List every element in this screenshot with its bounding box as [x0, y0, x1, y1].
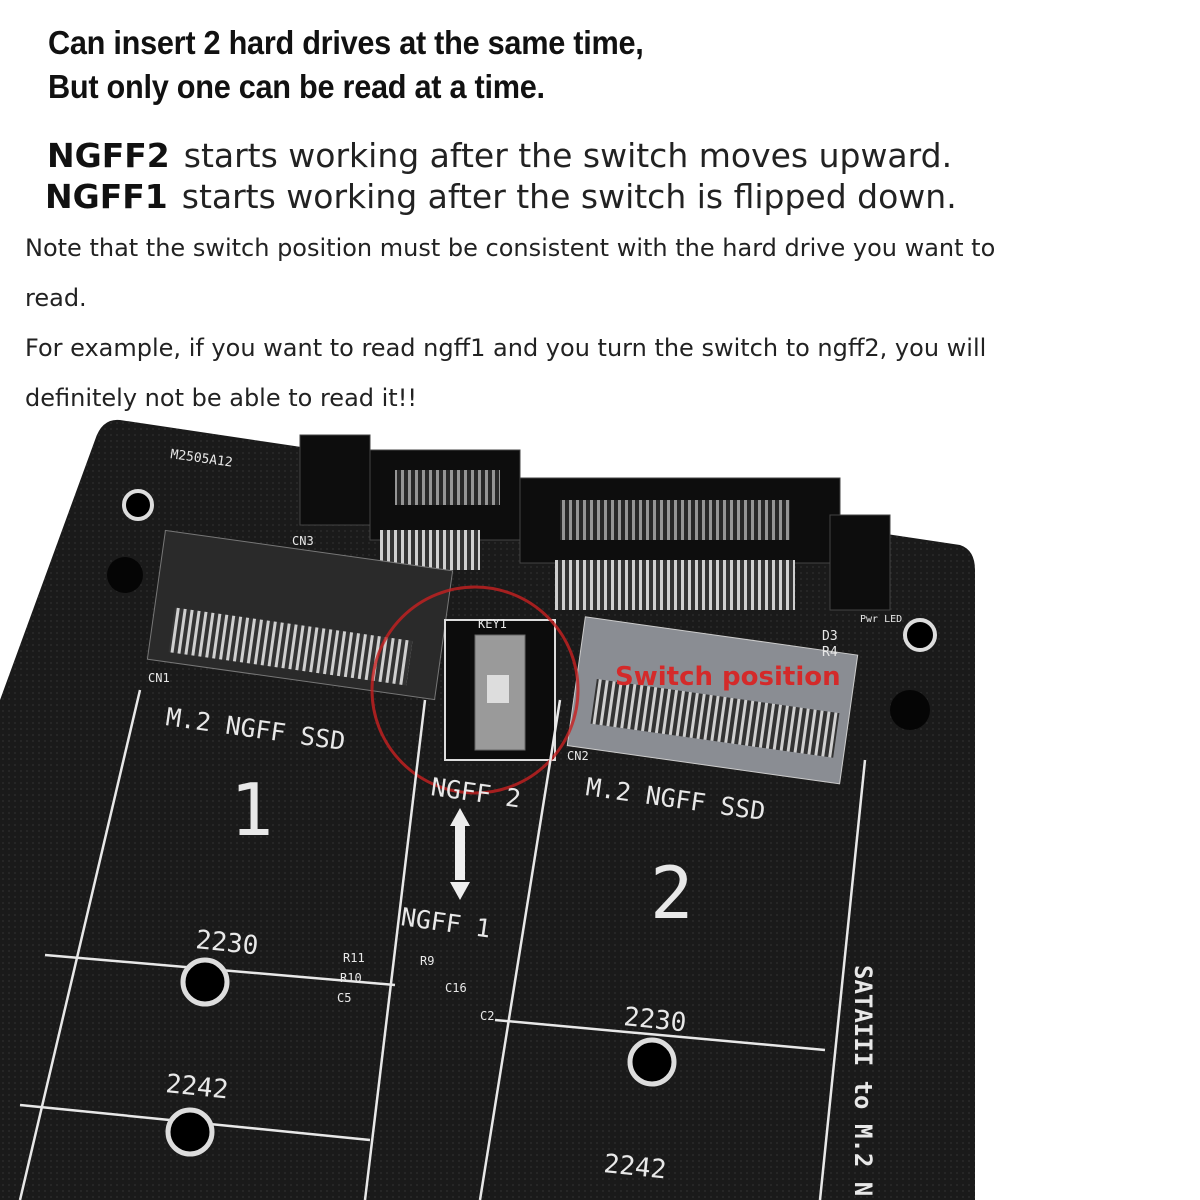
pcb-c5: C5 [337, 991, 351, 1005]
note-line-4: definitely not be able to read it!! [25, 384, 417, 412]
note-line-3: For example, if you want to read ngff1 a… [25, 334, 987, 362]
pcb-c16: C16 [445, 981, 467, 995]
switch-callout-label: Switch position [615, 662, 841, 692]
note-line-2: read. [25, 284, 87, 312]
pcb-led: Pwr LED [860, 614, 902, 625]
ngff2-text: starts working after the switch moves up… [183, 136, 953, 175]
slot2-2242: 2242 [602, 1149, 667, 1185]
pcb-r10: R10 [340, 971, 362, 985]
note-line-1: Note that the switch position must be co… [25, 234, 996, 262]
ngff1-label: NGFF1 [45, 177, 168, 216]
pcb-cn3: CN3 [292, 534, 314, 548]
slot1-2230: 2230 [194, 925, 259, 961]
slot2-number: 2 [650, 851, 693, 935]
ngff2-label: NGFF2 [47, 136, 170, 175]
slot2-2230: 2230 [622, 1002, 687, 1038]
slot1-number: 1 [230, 768, 273, 852]
pcb-r4: R4 [822, 645, 838, 660]
headline-line-1: Can insert 2 hard drives at the same tim… [48, 24, 644, 61]
ngff1-info: NGFF1 starts working after the switch is … [45, 177, 957, 216]
ngff1-text: starts working after the switch is flipp… [181, 177, 957, 216]
slot1-2242: 2242 [164, 1069, 229, 1105]
headline-line-2: But only one can be read at a time. [48, 68, 545, 105]
pcb-cn1: CN1 [148, 671, 170, 685]
pcb-key: KEY1 [478, 617, 507, 631]
pcb-c2: C2 [480, 1009, 494, 1023]
pcb-r11: R11 [343, 951, 365, 965]
pcb-cn2: CN2 [567, 749, 589, 763]
pcb-d3: D3 [822, 629, 838, 644]
ngff2-info: NGFF2 starts working after the switch mov… [47, 136, 952, 175]
slide-switch [474, 634, 526, 751]
switch-callout-circle [370, 585, 580, 795]
pcb-side-text: SATAIII to M.2 N [849, 965, 877, 1196]
pcb-r9: R9 [420, 954, 434, 968]
